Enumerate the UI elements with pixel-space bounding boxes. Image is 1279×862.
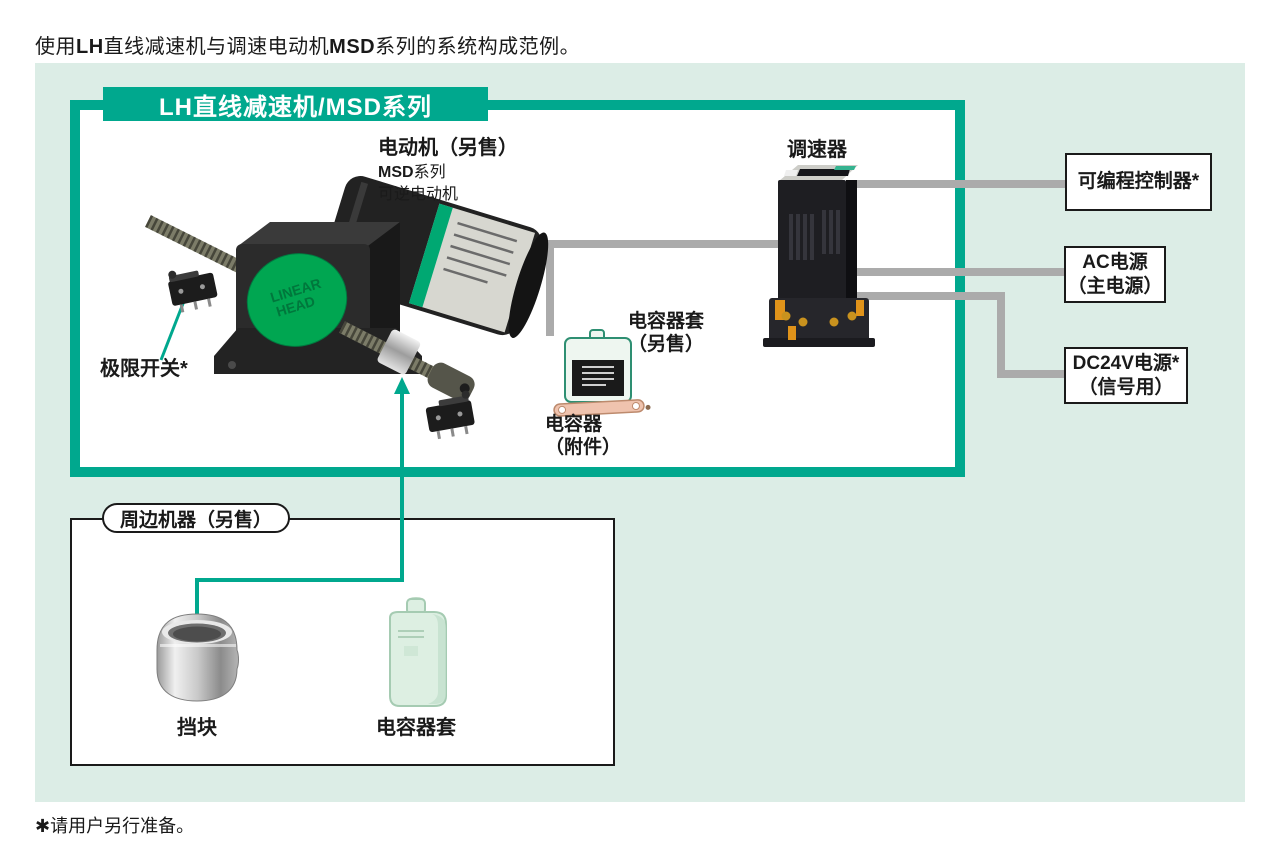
footnote: ✱请用户另行准备。	[35, 816, 195, 836]
stopper-art	[156, 613, 239, 702]
dc-power-box: DC24V电源* （信号用）	[1064, 347, 1188, 404]
wire-controller-to-dc	[856, 292, 1066, 378]
screw-shaft-rear-threads	[145, 215, 255, 279]
capacitor-label-line2: （附件）	[545, 437, 622, 458]
motor-series-bold: MSD	[378, 164, 414, 181]
ac-power-label-line2: （主电源）	[1067, 275, 1163, 297]
peripherals-title: 周边机器（另售）	[119, 509, 272, 531]
ac-power-label-line1: AC电源	[1082, 251, 1148, 273]
shaft-collar	[377, 329, 421, 375]
limit-switch-art-1	[168, 270, 218, 313]
limit-switch-art-2	[425, 390, 475, 440]
motor-label-title: 电动机（另售）	[378, 137, 518, 159]
intro-pre: 使用	[35, 36, 76, 58]
motor-series-rest: 系列	[413, 164, 446, 181]
capacitor-label-line1: 电容器	[545, 414, 603, 435]
limit-switch-label: 极限开关*	[100, 358, 188, 380]
intro-bold-msd: MSD	[329, 36, 376, 58]
motor-art: LINEAR HEAD	[145, 176, 549, 402]
stopper-label: 挡块	[177, 717, 217, 739]
intro-mid: 直线减速机与调速电动机	[103, 36, 330, 58]
dc-power-label-line1: DC24V电源*	[1072, 352, 1180, 374]
head-green-face	[246, 253, 348, 347]
capacitor-label: 电容器 （附件）	[545, 413, 621, 459]
intro-post: 系列的系统构成范例。	[375, 36, 581, 58]
intro-text: 使用LH直线减速机与调速电动机MSD系列的系统构成范例。	[35, 30, 580, 59]
motor-label-series: MSD系列	[378, 163, 518, 182]
ac-power-box: AC电源 （主电源）	[1064, 246, 1166, 303]
capacitor-cover-label: 电容器套 （另售）	[628, 310, 704, 356]
capacitor-cover-art	[389, 597, 447, 707]
capacitor-bracket	[553, 399, 651, 417]
motor-label: 电动机（另售） MSD系列 可逆电动机	[378, 136, 518, 204]
motor-label-type: 可逆电动机	[378, 186, 459, 204]
dc-power-label-line2: （信号用）	[1078, 376, 1174, 398]
screw-shaft-front-threads	[339, 321, 451, 387]
plc-box: 可编程控制器*	[1065, 153, 1212, 211]
capacitor-cover-label-line2: （另售）	[628, 334, 705, 355]
speed-controller-label: 调速器	[787, 139, 847, 161]
peripherals-title-pill: 周边机器（另售）	[102, 503, 290, 533]
speed-controller-art	[763, 165, 875, 347]
system-banner: LH直线减速机/MSD系列	[103, 87, 488, 121]
stopper-callout-line	[195, 390, 404, 616]
intro-bold-lh: LH	[76, 36, 104, 58]
capacitor-art	[553, 329, 651, 417]
capacitor-cover-label-line1: 电容器套	[628, 311, 705, 332]
callout-layer	[159, 300, 410, 616]
capacitor-cover-item-label: 电容器套	[376, 717, 456, 739]
plc-box-label: 可编程控制器*	[1077, 171, 1200, 192]
stopper-callout-arrow	[394, 377, 410, 394]
banner-title: LH直线减速机/MSD系列	[159, 93, 432, 121]
limit-switch-callout-line	[159, 300, 186, 361]
shaft-end-cap	[427, 362, 475, 402]
